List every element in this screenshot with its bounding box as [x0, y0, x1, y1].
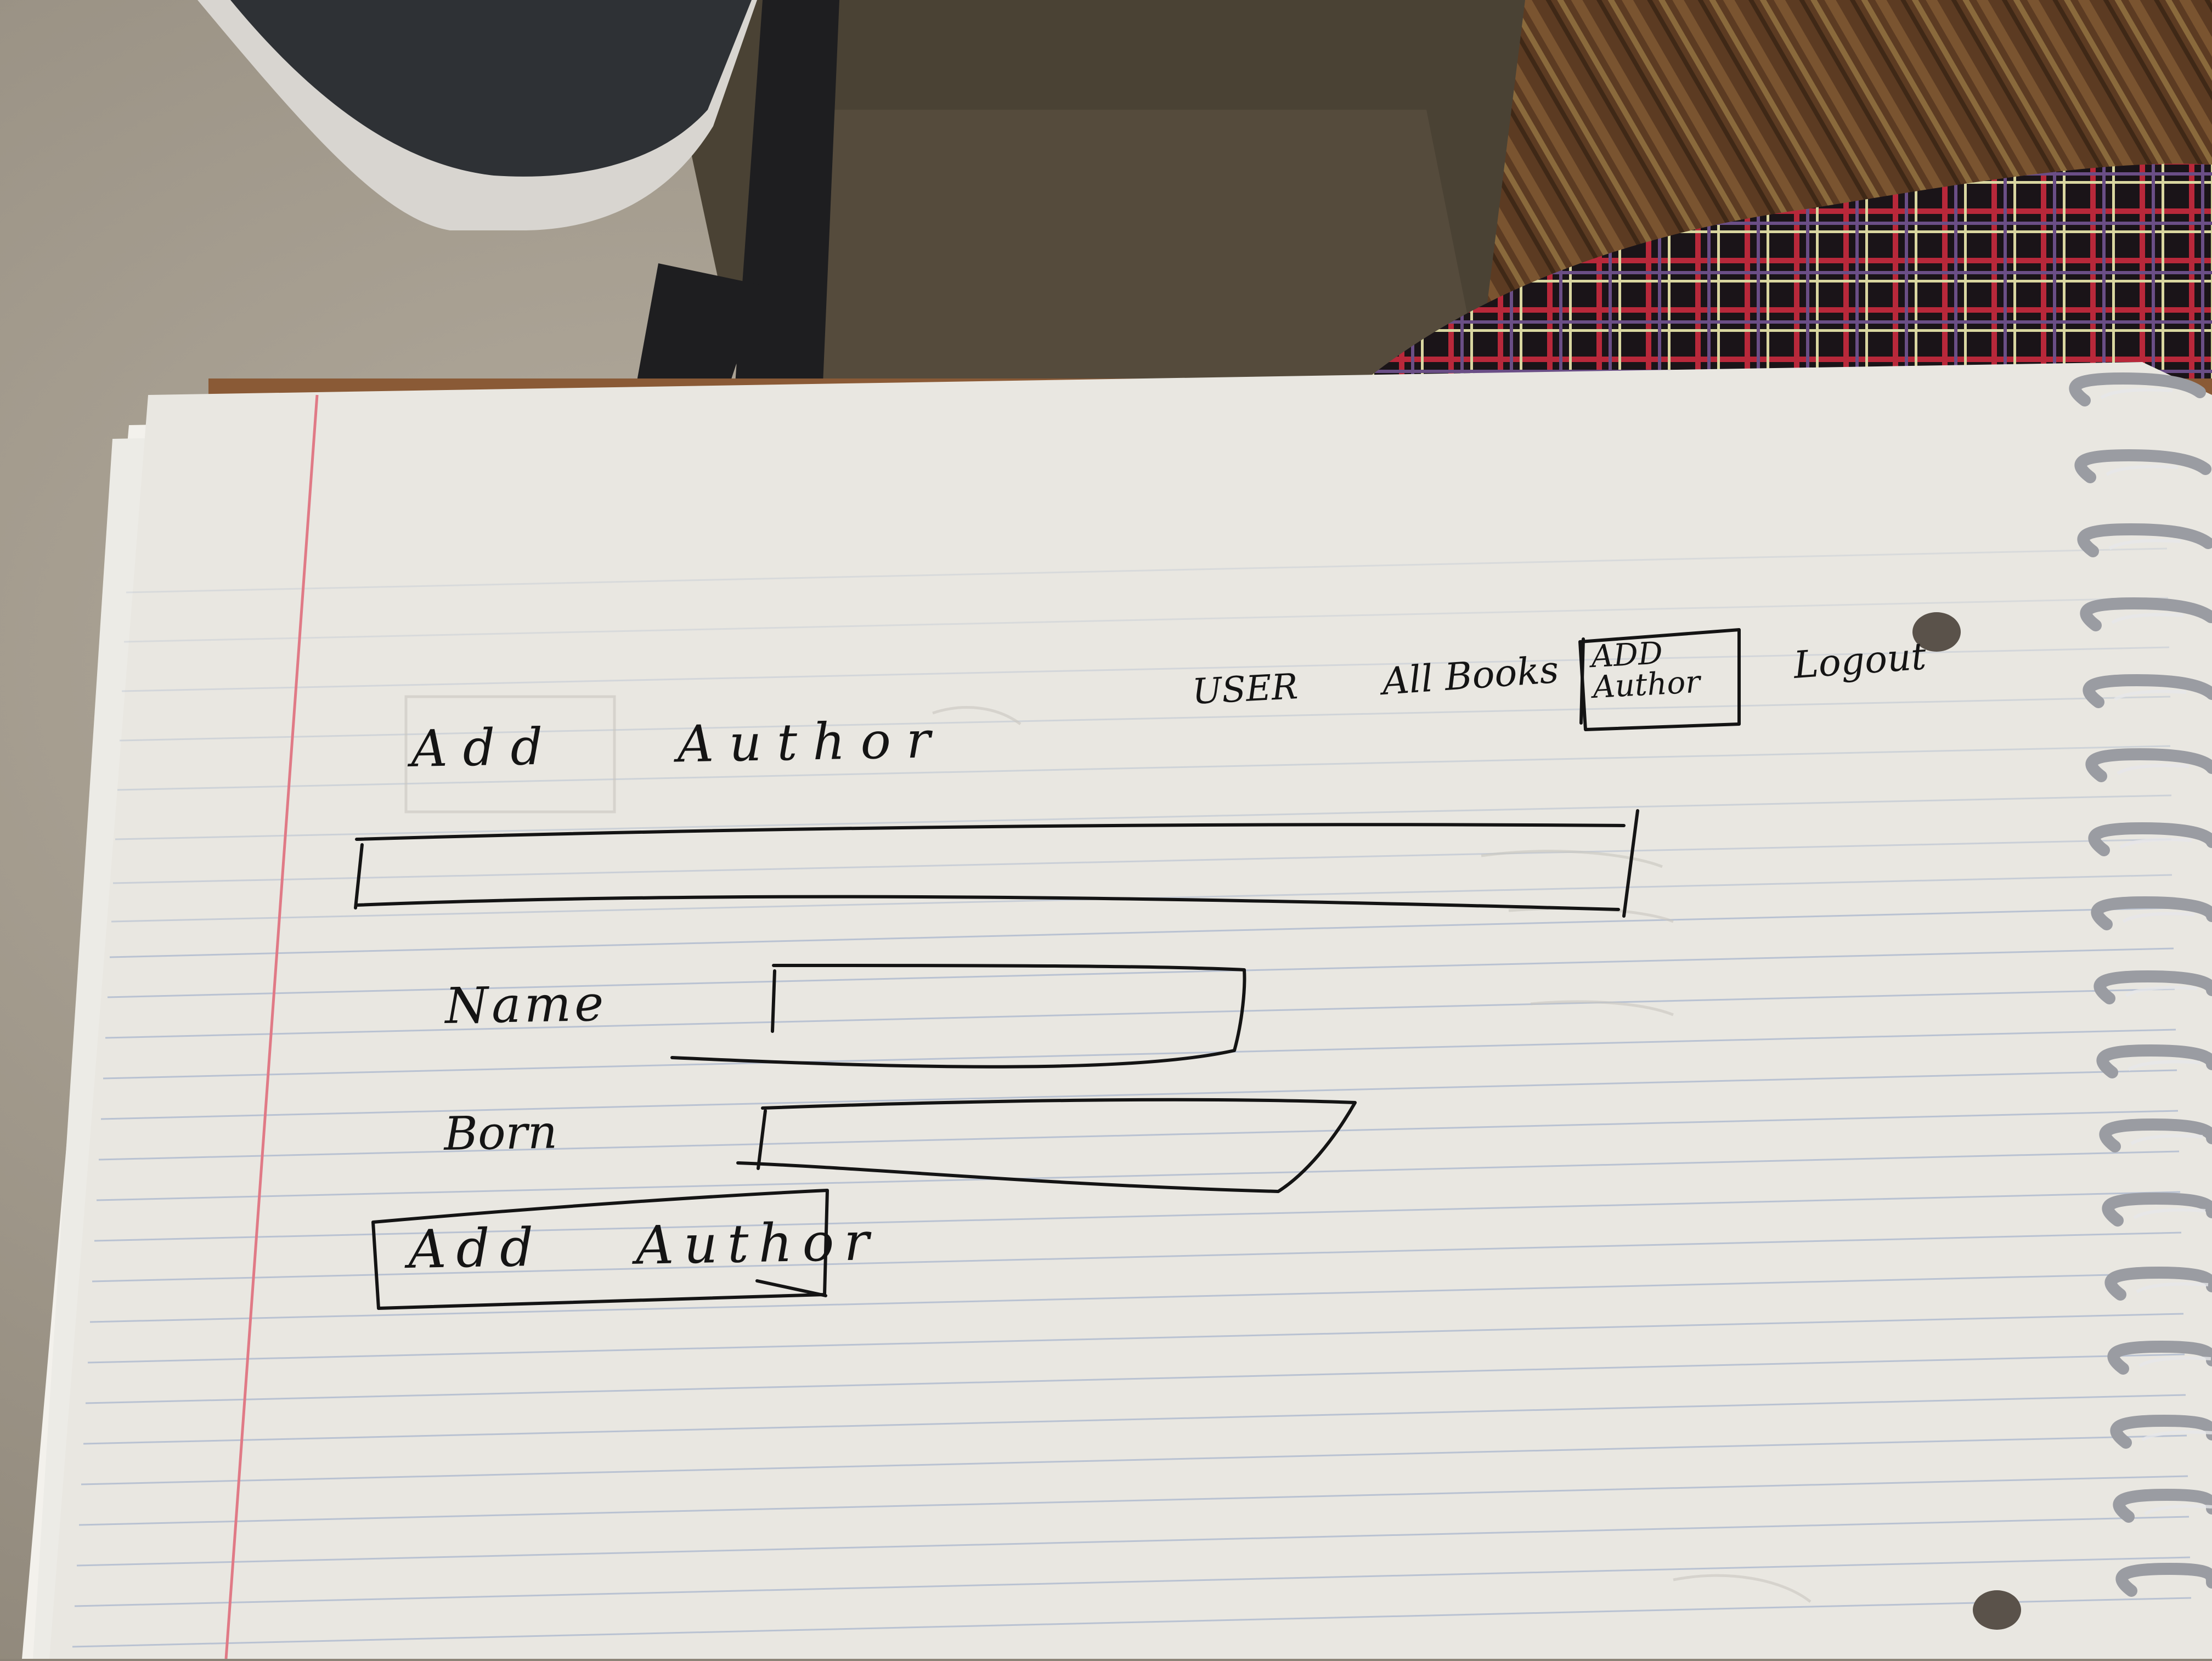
- name-input[interactable]: [774, 968, 1240, 1050]
- nav-logout-link[interactable]: Logout: [1792, 635, 1928, 687]
- born-label: Born: [443, 1105, 558, 1161]
- name-label: Name: [444, 974, 608, 1035]
- nav-add-author-link[interactable]: ADD Author: [1590, 635, 1725, 705]
- search-input[interactable]: [362, 839, 1618, 902]
- nav-add-author-label: ADD Author: [1590, 635, 1701, 705]
- nav-user-link[interactable]: USER: [1191, 666, 1299, 713]
- add-author-button[interactable]: Add Author: [376, 1196, 879, 1303]
- page-title: Add Author: [410, 710, 946, 778]
- born-input[interactable]: [763, 1103, 1344, 1185]
- add-author-button-label: Add Author: [408, 1211, 880, 1280]
